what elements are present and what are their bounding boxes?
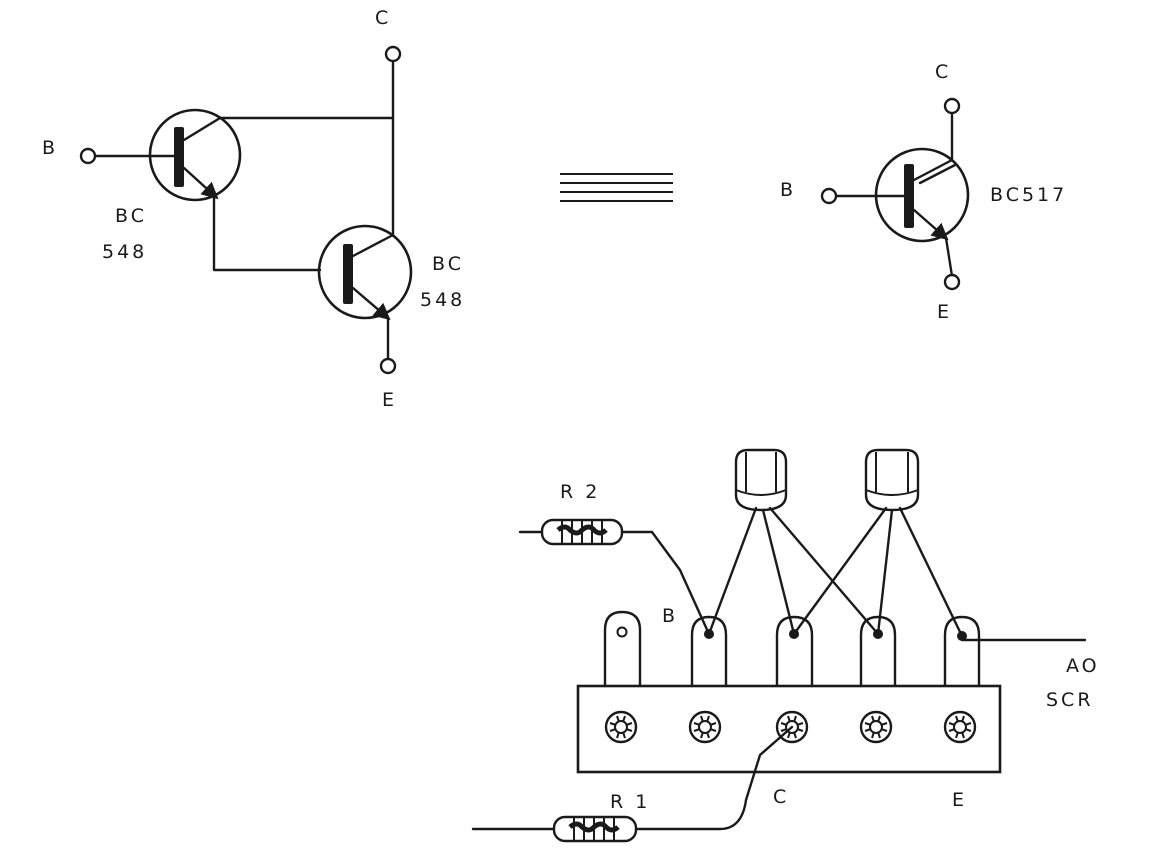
q2-part-line1: BC <box>432 253 464 275</box>
darlington-pair-schematic: C B E BC 548 BC 548 <box>42 7 465 411</box>
bc517-terminal-b <box>820 187 838 205</box>
output-label-line2: SCR <box>1046 689 1094 711</box>
output-label-line1: AO <box>1066 655 1100 677</box>
bc517-label-e: E <box>937 301 952 323</box>
bc517-label-c: C <box>935 61 951 83</box>
bc517-schematic: C B E BC517 <box>780 61 1067 323</box>
transistor-package-2 <box>864 448 920 512</box>
label-c: C <box>375 7 391 29</box>
transistor-package-1 <box>734 448 788 512</box>
resistor-r1 <box>471 725 794 843</box>
pin-c-label: C <box>773 786 789 808</box>
pin-e-label: E <box>952 789 967 811</box>
terminal-c <box>384 45 402 63</box>
r2-label: R 2 <box>560 481 600 503</box>
bc517-terminal-e <box>943 273 961 291</box>
q1-part-line1: BC <box>115 205 147 227</box>
assembly-drawing: R 2 R 1 B C E AO SCR <box>471 448 1100 843</box>
bc517-label-b: B <box>780 179 796 201</box>
q1-part-line2: 548 <box>102 241 147 263</box>
label-b: B <box>42 137 58 159</box>
bc517-terminal-c <box>943 97 961 115</box>
transistor-q2 <box>317 224 413 321</box>
equivalence-sign <box>560 173 673 202</box>
screw-holes <box>604 710 977 744</box>
terminal-b <box>79 147 97 165</box>
terminal-e <box>379 357 397 375</box>
bc517-part-label: BC517 <box>990 184 1067 206</box>
transistor-leads <box>707 506 964 638</box>
transistor-q1 <box>148 108 242 202</box>
solder-lugs <box>603 610 981 688</box>
label-e: E <box>382 389 397 411</box>
q2-part-line2: 548 <box>420 289 465 311</box>
pin-b-label: B <box>662 605 678 627</box>
r1-label: R 1 <box>610 791 650 813</box>
resistor-r2 <box>518 518 711 636</box>
